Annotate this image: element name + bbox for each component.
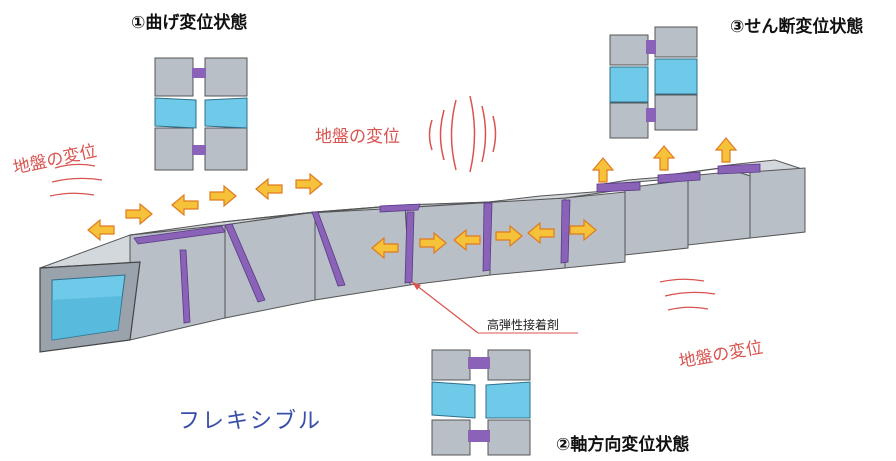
shear-adhesive-top: [646, 40, 656, 54]
arrow-left-5: [453, 228, 481, 252]
arrow-right-5: [495, 224, 523, 248]
wave-5: [481, 105, 487, 163]
shear-block-bottom-right: [654, 94, 698, 131]
ground-line-right-2: [664, 291, 716, 297]
bending-adhesive-top: [192, 68, 206, 78]
inset-axial: [431, 349, 531, 456]
axial-block-bottom-right: [487, 419, 531, 456]
vibration-waves: [428, 95, 497, 173]
shear-water-right: [654, 58, 698, 95]
arrow-up-2: [652, 145, 676, 171]
bending-block-bottom-left: [154, 127, 194, 171]
bending-block-top-right: [204, 57, 248, 97]
arrow-left-2: [171, 193, 199, 217]
label-axial-state: ②軸方向変位状態: [556, 435, 690, 455]
inset-bending: [154, 57, 248, 171]
bending-block-top-left: [154, 57, 194, 97]
arrow-left-1: [87, 218, 115, 242]
adhesive-leader-line: [411, 281, 479, 334]
axial-adhesive-top: [468, 357, 490, 369]
displacement-arrows: [87, 137, 738, 260]
shear-water-left: [609, 66, 649, 103]
ground-line-left-2: [51, 177, 103, 183]
axial-block-bottom-left: [431, 419, 471, 456]
axial-block-top-right: [487, 349, 531, 381]
culvert-side-section-8: [687, 169, 751, 246]
culvert-opening-water-top: [52, 296, 122, 340]
wave-6: [492, 115, 497, 153]
ground-lines-right: [659, 278, 716, 311]
bending-water-right: [204, 97, 248, 129]
ground-line-right-3: [667, 306, 709, 311]
axial-adhesive-bottom: [468, 430, 490, 442]
culvert-side-section-9: [749, 167, 806, 239]
axial-block-top-left: [431, 349, 471, 381]
bending-water-left: [154, 97, 197, 129]
ground-line-left-3: [49, 192, 95, 197]
arrow-up-1: [591, 157, 615, 183]
arrow-right-4: [419, 231, 447, 255]
joint-9: [717, 163, 761, 175]
joint-1-side: [179, 249, 191, 324]
wave-1: [428, 119, 433, 151]
shear-block-top-right: [654, 26, 698, 58]
joint-5: [482, 202, 493, 272]
axial-water-right: [485, 381, 531, 419]
joint-7: [596, 181, 641, 193]
shear-block-bottom-left: [609, 102, 649, 139]
culvert-joints: [133, 163, 761, 324]
wave-2: [439, 109, 445, 161]
arrow-left-4: [371, 236, 399, 260]
joint-6: [560, 199, 571, 264]
culvert-body: [39, 159, 806, 353]
arrow-up-3: [714, 137, 738, 163]
culvert-side-section-2: [224, 211, 316, 319]
arrow-right-3: [295, 172, 323, 196]
ground-line-left-1: [54, 163, 96, 169]
label-adhesive: 高弾性接着剤: [487, 318, 560, 332]
ground-line-right-1: [659, 278, 705, 283]
label-flexible: フレキシブル: [178, 409, 323, 434]
wave-3: [450, 99, 457, 171]
label-bending-state: ①曲げ変位状態: [131, 13, 248, 33]
arrow-right-6: [569, 218, 597, 242]
joint-1: [133, 225, 226, 245]
arrow-right-2: [209, 184, 237, 208]
culvert-side-section-7: [624, 179, 689, 256]
joint-3: [311, 211, 346, 287]
shear-adhesive-bottom: [646, 108, 656, 122]
inset-shear: [609, 26, 698, 139]
arrow-right-1: [125, 202, 153, 226]
joint-8: [657, 171, 701, 184]
bending-adhesive-bottom: [192, 145, 206, 155]
bending-block-bottom-right: [204, 127, 248, 171]
wave-4: [469, 95, 476, 173]
joint-2: [224, 223, 266, 303]
adhesive-leader-arrowhead: [412, 282, 421, 290]
label-shear-state: ③せん断変位状態: [730, 17, 864, 37]
shear-block-top-left: [609, 34, 649, 66]
axial-water-left: [431, 381, 476, 419]
ground-lines-left: [49, 163, 103, 197]
arrow-left-6: [527, 221, 555, 245]
label-ground-displacement-center: 地盤の変位: [315, 127, 400, 147]
arrow-left-3: [255, 177, 283, 201]
joint-4-side: [404, 211, 415, 284]
joint-4: [379, 203, 421, 213]
